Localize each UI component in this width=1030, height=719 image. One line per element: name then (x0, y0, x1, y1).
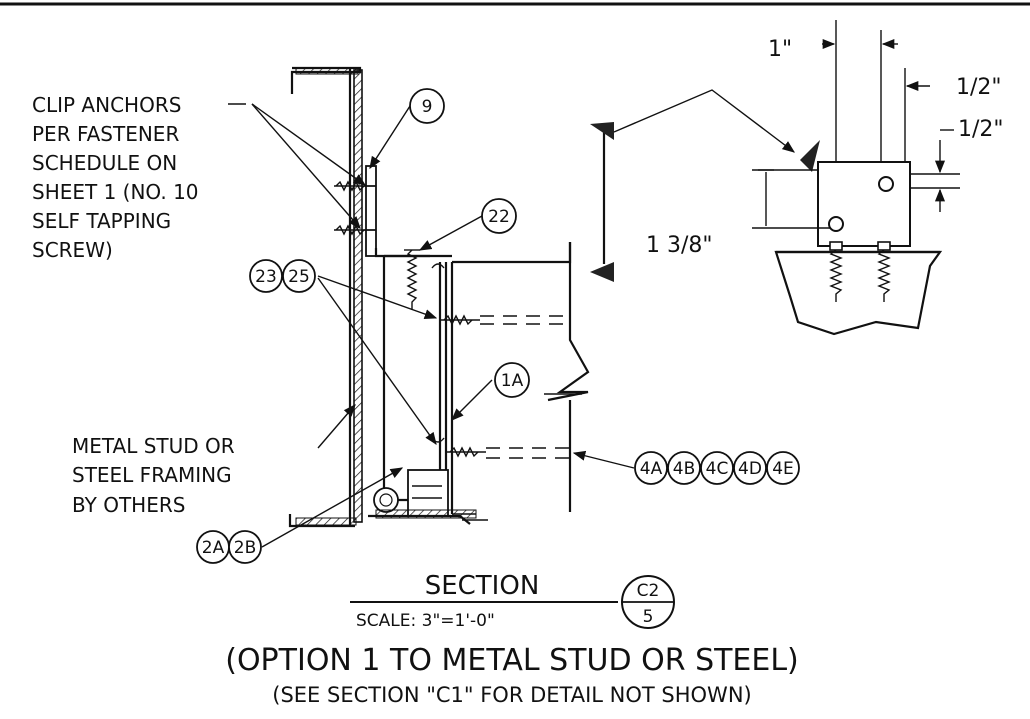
clip-screw-2 (334, 224, 376, 236)
svg-text:2B: 2B (234, 538, 256, 558)
substrate (774, 250, 943, 336)
clip-note-line-6: SCREW) (32, 238, 113, 262)
callout-4c: 4C (700, 451, 734, 485)
main-section (261, 66, 635, 548)
svg-text:1A: 1A (501, 371, 524, 391)
clip-plate (365, 165, 377, 257)
svg-text:22: 22 (488, 207, 510, 227)
callout-4b: 4B (667, 451, 701, 485)
svg-text:2A: 2A (202, 538, 225, 558)
leader-9 (369, 105, 411, 170)
section-scale: SCALE: 3"=1'-0" (356, 611, 495, 631)
dim-half-b: 1/2" (958, 117, 1004, 142)
outer-cover (353, 69, 363, 523)
leader-23-25-b (317, 277, 437, 446)
clip-note-line-2: PER FASTENER (32, 122, 179, 146)
option-caption: (OPTION 1 TO METAL STUD OR STEEL) (225, 643, 799, 678)
section-ref-bottom: 5 (643, 607, 654, 627)
callout-1a: 1A (494, 362, 530, 398)
svg-text:4E: 4E (772, 459, 794, 479)
callout-4a: 4A (634, 451, 668, 485)
leader-4 (572, 450, 635, 469)
stud-note-line-2: STEEL FRAMING (72, 463, 232, 487)
detail-screw-1 (829, 241, 843, 302)
clip-note-leader-1 (251, 103, 367, 186)
svg-text:4B: 4B (673, 459, 695, 479)
callout-22: 22 (481, 198, 517, 234)
metal-stud-note: METAL STUD OR STEEL FRAMING BY OTHERS (72, 434, 235, 517)
clip-note-line-1: CLIP ANCHORS (32, 93, 181, 117)
leader-1a (451, 379, 493, 421)
callout-4e: 4E (766, 451, 800, 485)
callout-2b: 2B (228, 530, 262, 564)
svg-text:23: 23 (255, 267, 277, 287)
metal-stud (452, 242, 572, 264)
cut-marker (590, 89, 820, 282)
section-ref-top: C2 (637, 581, 660, 601)
stud-note-line-1: METAL STUD OR (72, 434, 235, 458)
leader-22 (418, 215, 483, 251)
clip-note-line-3: SCHEDULE ON (32, 151, 177, 175)
clip-note-line-4: SHEET 1 (NO. 10 (32, 180, 199, 204)
stud-note-line-3: BY OTHERS (72, 493, 185, 517)
section-reference: C2 5 (621, 575, 675, 629)
svg-text:9: 9 (422, 97, 433, 117)
callout-25: 25 (282, 259, 316, 293)
section-title: SECTION (425, 571, 540, 601)
clip-block (817, 161, 911, 247)
detail-screw-2 (877, 241, 891, 302)
see-section-note: (SEE SECTION "C1" FOR DETAIL NOT SHOWN) (272, 683, 751, 707)
leader-2a-2b (261, 467, 404, 548)
enlarged-detail (752, 20, 960, 336)
clip-note-leader-2 (251, 103, 361, 229)
dim-1in: 1" (768, 37, 792, 62)
backer-rod (373, 487, 399, 513)
stud-note-leader (317, 404, 356, 449)
svg-text:4C: 4C (706, 459, 729, 479)
clip-note-line-5: SELF TAPPING (32, 209, 171, 233)
svg-text:4A: 4A (640, 459, 663, 479)
base-block (407, 469, 449, 517)
screw-22 (404, 249, 420, 310)
clip-screw-1 (334, 180, 376, 192)
fastener-upper (440, 314, 480, 326)
callout-9: 9 (409, 88, 445, 124)
clip-anchors-note: CLIP ANCHORS PER FASTENER SCHEDULE ON SH… (32, 93, 199, 262)
svg-text:4D: 4D (738, 459, 762, 479)
dim-half-a: 1/2" (956, 75, 1002, 100)
callout-2a: 2A (196, 530, 230, 564)
callout-4d: 4D (733, 451, 767, 485)
dim-1-3-8: 1 3/8" (646, 233, 713, 258)
leader-23-25-a (317, 275, 438, 319)
svg-text:25: 25 (288, 267, 310, 287)
callout-23: 23 (249, 259, 283, 293)
